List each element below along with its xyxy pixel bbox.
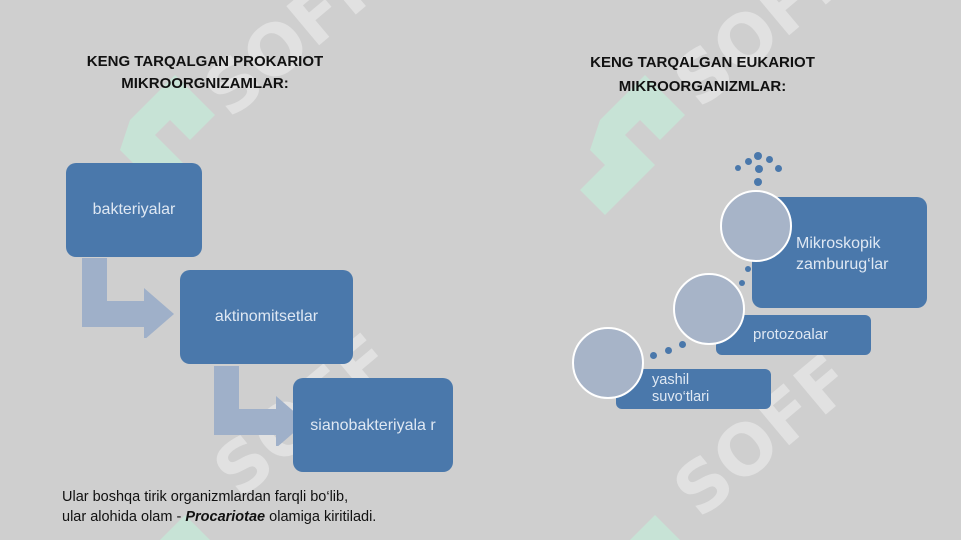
decor-dot — [775, 165, 782, 172]
decor-dot — [739, 280, 745, 286]
step-bakteriyalar: bakteriyalar — [66, 163, 202, 257]
item-circle-3 — [572, 327, 644, 399]
footnote-line1: Ular boshqa tirik organizmlardan farqli … — [62, 489, 349, 505]
item-yashil-suvotlari: yashil suvo‘tlari — [616, 369, 771, 409]
eukaryote-title: KENG TARQALGAN EUKARIOT MIKROORGANIZMLAR… — [560, 51, 845, 99]
footnote-suffix: olamiga kiritiladi. — [265, 509, 377, 525]
bent-arrow-2 — [214, 366, 306, 446]
item-circle-1 — [720, 190, 792, 262]
step-label: bakteriyalar — [92, 201, 176, 218]
decor-dot — [745, 266, 751, 272]
decor-dot — [665, 347, 672, 354]
decor-dot — [755, 165, 763, 173]
prokaryote-title-line1: KENG TARQALGAN PROKARIOT — [86, 53, 324, 70]
item-label: protozoalar — [753, 326, 829, 343]
step-label: aktinomitsetlar — [214, 308, 319, 325]
item-circle-2 — [673, 273, 745, 345]
step-aktinomitsetlar: aktinomitsetlar — [180, 270, 353, 364]
decor-dot — [745, 158, 752, 165]
step-sianobakteriyalar: sianobakteriyala r — [293, 378, 453, 472]
decor-dot — [679, 341, 686, 348]
decor-dot — [766, 156, 773, 163]
footnote-prefix: ular alohida olam - — [62, 509, 186, 525]
footnote-line2: ular alohida olam - Procariotae olamiga … — [62, 507, 376, 527]
bent-arrow-1 — [82, 258, 174, 338]
footnote: Ular boshqa tirik organizmlardan farqli … — [62, 487, 376, 527]
decor-dot — [735, 165, 741, 171]
prokaryote-title-line2: MIKROORGNIZAMLAR: — [121, 75, 289, 92]
svg-text:SOFF: SOFF — [658, 338, 868, 533]
item-mikroskopik-zamburuglar: Mikroskopik zamburug‘lar — [752, 197, 927, 308]
item-label: Mikroskopik zamburug‘lar — [796, 235, 889, 273]
decor-dot — [754, 178, 762, 186]
eukaryote-title-line1: KENG TARQALGAN EUKARIOT — [590, 54, 815, 71]
eukaryote-title-line2: MIKROORGANIZMLAR: — [618, 78, 787, 95]
decor-dot — [650, 352, 657, 359]
decor-dot — [754, 152, 762, 160]
prokaryote-title: KENG TARQALGAN PROKARIOT MIKROORGNIZAMLA… — [60, 51, 350, 95]
footnote-term: Procariotae — [185, 509, 266, 525]
step-label: sianobakteriyala r — [310, 416, 436, 434]
item-label: yashil suvo‘tlari — [652, 372, 710, 405]
